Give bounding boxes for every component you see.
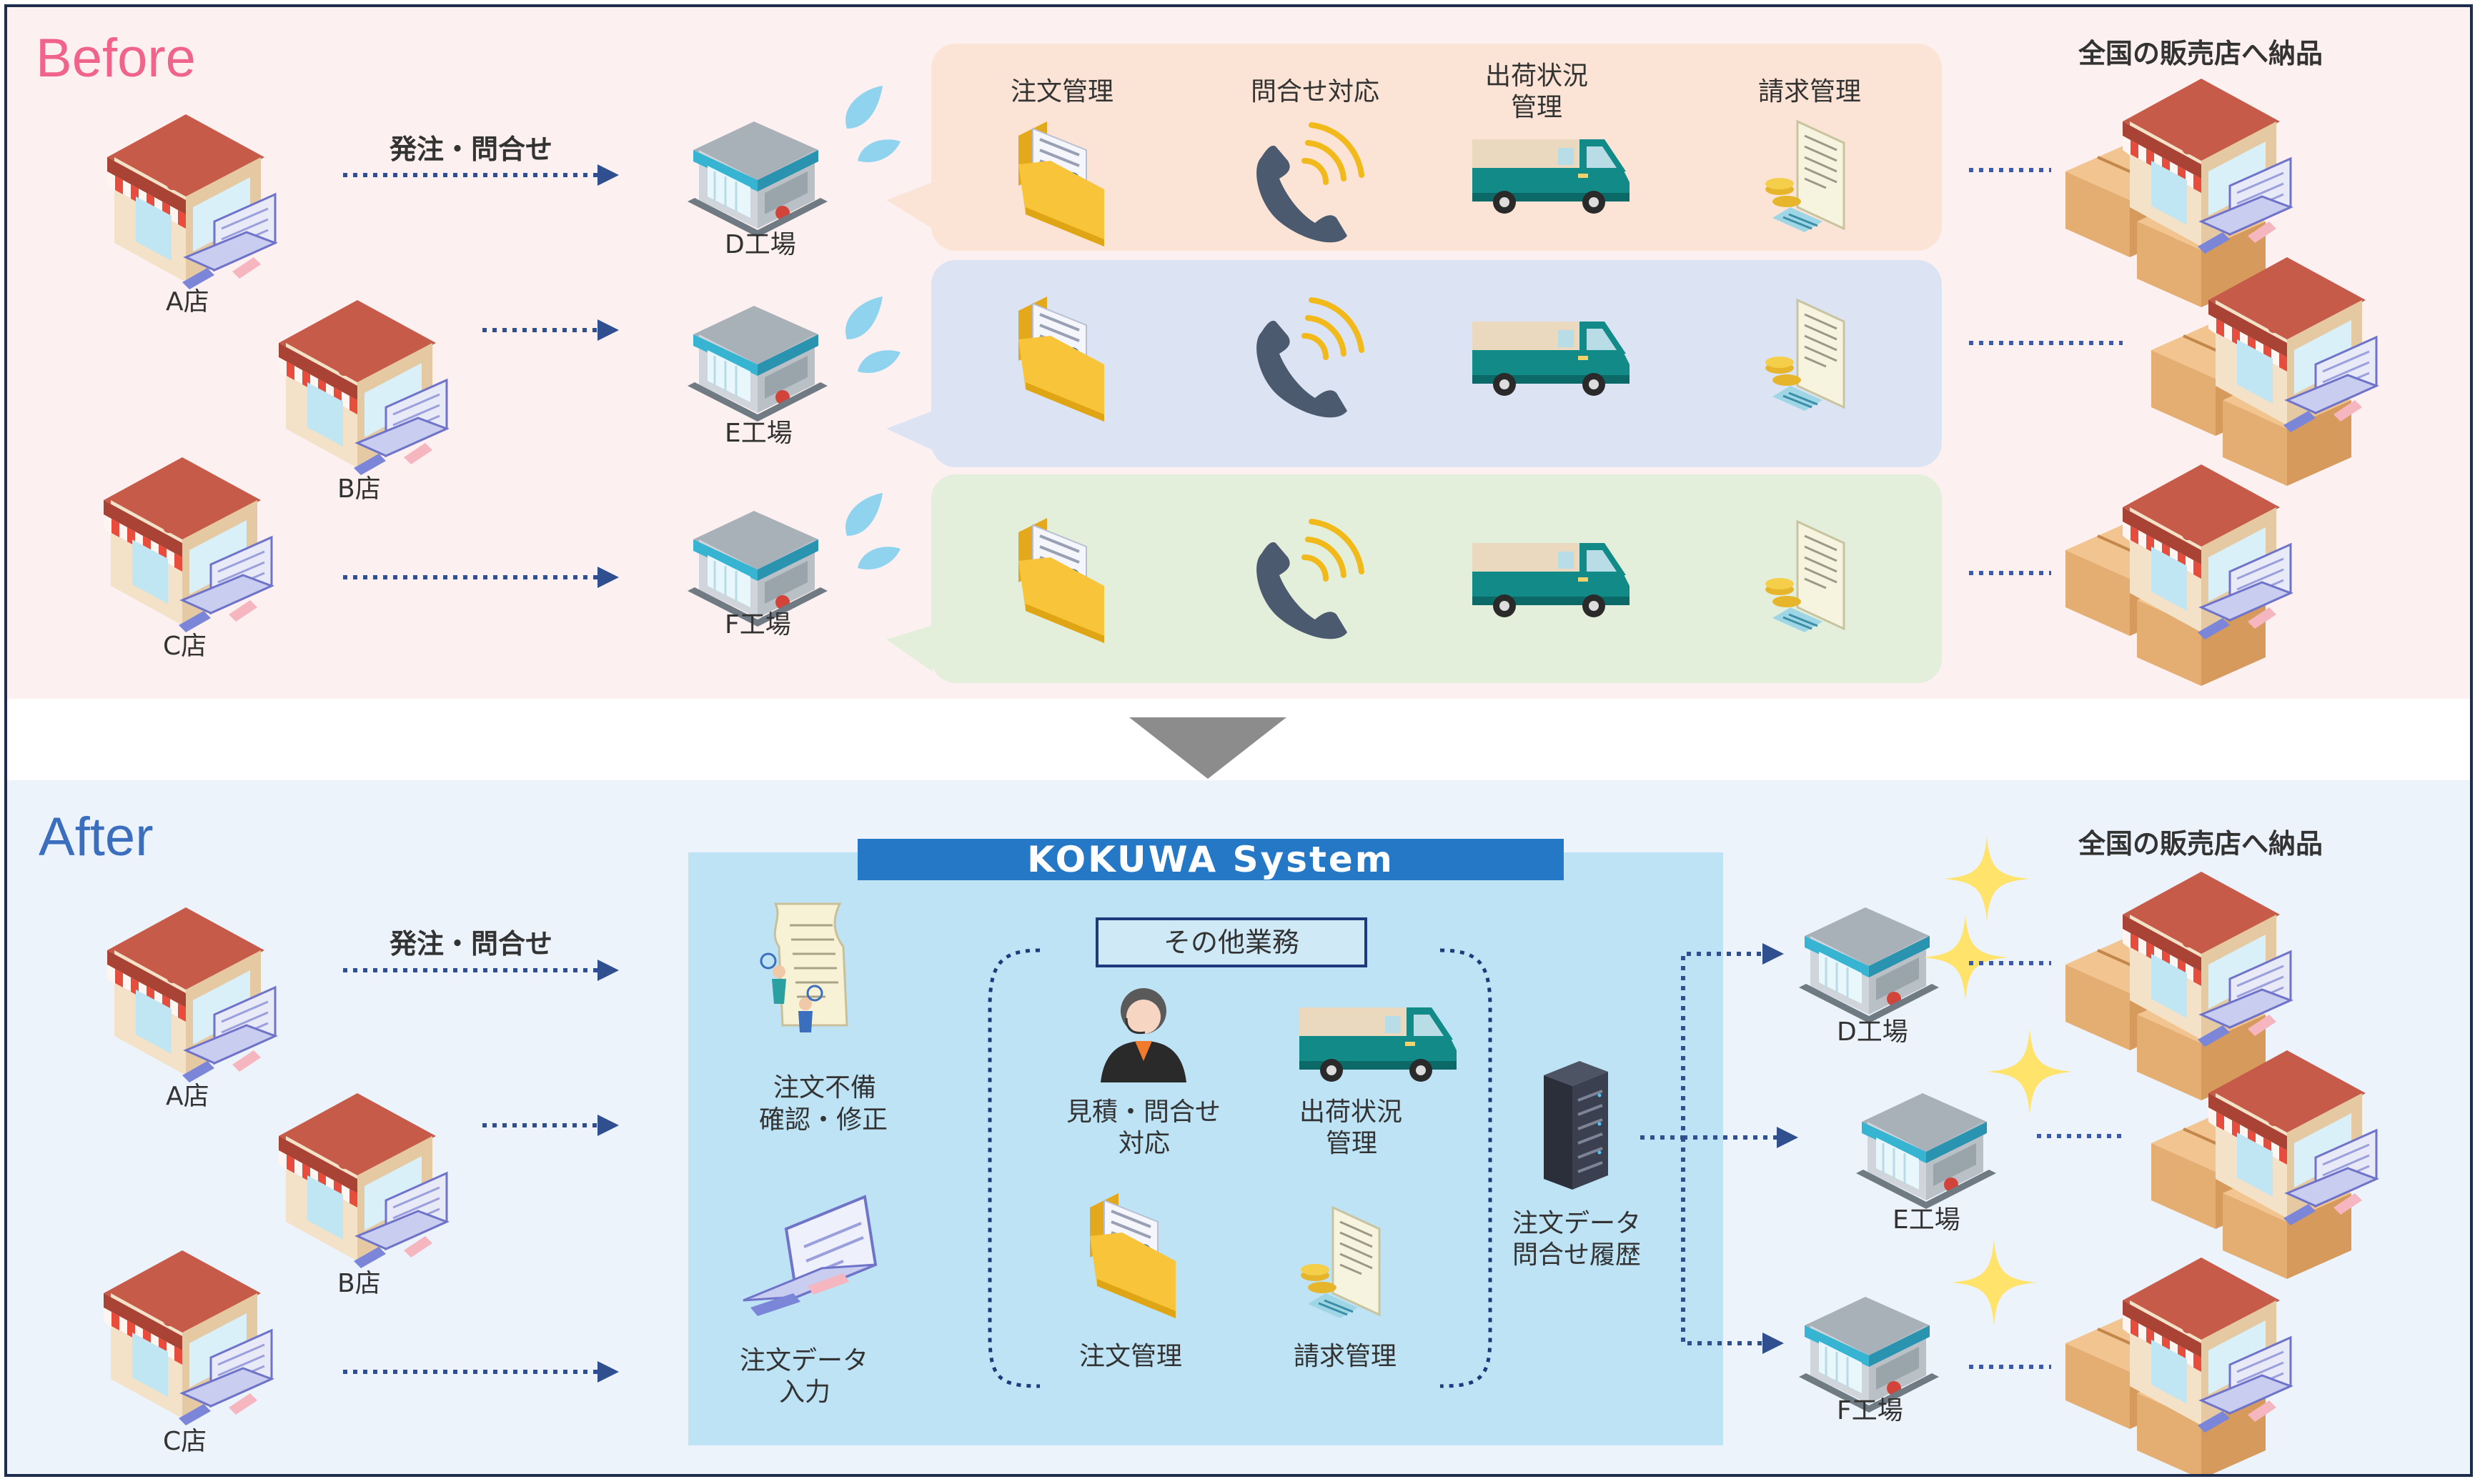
estimate-label-1: 見積・問合せ xyxy=(1066,1097,1221,1127)
check-label-1: 注文不備 xyxy=(773,1073,877,1102)
task-billing-label: 請求管理 xyxy=(1758,77,1862,106)
store-b-icon xyxy=(277,299,448,477)
check-label-2: 確認・修正 xyxy=(759,1105,888,1135)
before-order-label: 発注・問合せ xyxy=(390,134,553,165)
after-factory-e-label: E工場 xyxy=(1893,1205,1960,1235)
sparkle-icon-f xyxy=(1951,1240,2037,1325)
dist-arrow-f xyxy=(1681,1137,1784,1354)
server-icon xyxy=(1542,1060,1609,1191)
sweat-icon-e xyxy=(845,297,901,373)
store-b-label: B店 xyxy=(337,474,381,504)
sweat-icon-f xyxy=(845,493,901,569)
after-delivery-label: 全国の販売店へ納品 xyxy=(2078,828,2323,860)
task-inquiry-label: 問合せ対応 xyxy=(1251,77,1380,106)
after-store-b-icon xyxy=(277,1092,448,1270)
history-label-1: 注文データ xyxy=(1512,1209,1642,1238)
history-label-2: 問合せ履歴 xyxy=(1512,1240,1642,1270)
task-shipping-label-2: 管理 xyxy=(1511,93,1563,122)
after-store-c-icon xyxy=(102,1249,273,1427)
band-order-row-e xyxy=(886,260,1942,467)
factory-d-icon xyxy=(685,120,830,239)
after-order-label: 発注・問合せ xyxy=(390,928,553,960)
store-c-label: C店 xyxy=(163,632,207,661)
sparkle-icon-d xyxy=(1944,836,2030,922)
after-store-a-label: A店 xyxy=(166,1082,209,1111)
estimate-label-2: 対応 xyxy=(1119,1129,1171,1158)
store-c-icon xyxy=(102,456,273,634)
after-factory-e-icon xyxy=(1853,1092,1999,1210)
after-factory-d-icon xyxy=(1796,906,1942,1025)
system-title: KOKUWA System xyxy=(858,839,1564,880)
store-a-label: A店 xyxy=(166,287,209,317)
factory-f-label: F工場 xyxy=(725,610,791,639)
after-billing-label: 請求管理 xyxy=(1294,1342,1397,1371)
input-label-2: 入力 xyxy=(779,1378,831,1407)
other-tasks-bracket-right xyxy=(1439,948,1492,1388)
other-tasks-bracket-left xyxy=(988,948,1041,1388)
after-factory-d-label: D工場 xyxy=(1837,1017,1908,1047)
factory-e-label: E工場 xyxy=(725,419,793,448)
before-delivery-label: 全国の販売店へ納品 xyxy=(2078,38,2323,69)
after-store-a-icon xyxy=(106,906,277,1084)
input-label-1: 注文データ xyxy=(740,1346,869,1375)
sparkle-icon-e xyxy=(1987,1029,2073,1115)
after-factory-f-label: F工場 xyxy=(1837,1396,1903,1425)
store-a-icon xyxy=(106,113,277,291)
band-order-row-d xyxy=(886,44,1942,251)
transition-arrow xyxy=(1129,717,1286,779)
factory-d-label: D工場 xyxy=(725,230,796,259)
after-shipping-label-2: 管理 xyxy=(1326,1129,1378,1158)
after-shipping-label-1: 出荷状況 xyxy=(1299,1097,1403,1127)
diagram-graphics xyxy=(102,44,2378,1474)
dist-arrow-d xyxy=(1640,943,1784,1140)
before-title: Before xyxy=(36,28,196,89)
band-order-row-f xyxy=(886,474,1942,683)
after-store-c-label: C店 xyxy=(163,1427,207,1456)
diagram-frame: Before After 発注・問合せ 全国の販売店へ納品 A店 B店 C店 D… xyxy=(4,4,2473,1477)
task-shipping-label-1: 出荷状況 xyxy=(1485,61,1589,91)
after-store-b-label: B店 xyxy=(337,1269,381,1298)
other-tasks-title: その他業務 xyxy=(1096,917,1367,967)
factory-e-icon xyxy=(685,304,830,423)
after-title: After xyxy=(39,807,154,867)
after-order-mgmt-label: 注文管理 xyxy=(1079,1342,1183,1371)
sweat-icon-d xyxy=(845,86,901,162)
task-order-label: 注文管理 xyxy=(1011,77,1114,106)
